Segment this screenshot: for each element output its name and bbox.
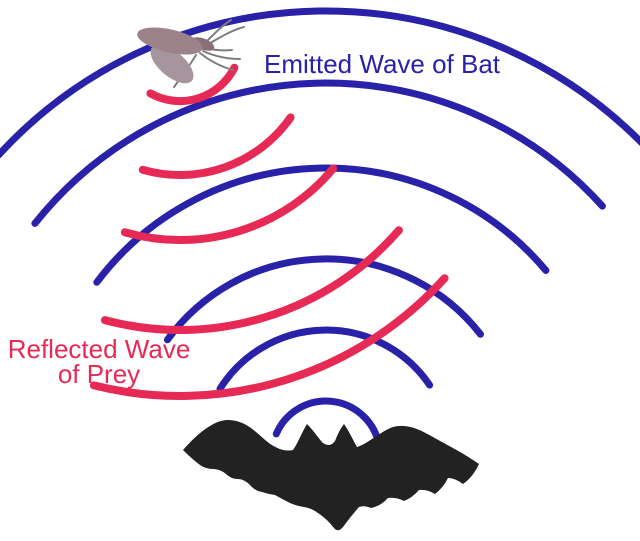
emitted-wave-arc <box>272 397 383 447</box>
emitted-wave-arc <box>93 164 550 286</box>
emitted-wave-arcs <box>0 7 640 447</box>
reflected-wave-arcs <box>89 63 449 400</box>
reflected-wave-arc <box>89 274 449 400</box>
bat-body-path <box>183 420 479 531</box>
moth-lower-wing <box>150 44 194 84</box>
reflected-wave-arc <box>100 226 403 334</box>
reflected-wave-arc <box>146 63 239 106</box>
reflected-wave-arc <box>138 113 295 180</box>
moth-leg <box>202 50 241 60</box>
reflected-wave-label: Reflected Wave of Prey <box>0 334 198 389</box>
emitted-wave-arc <box>216 326 434 393</box>
reflected-wave-label-line1: Reflected Wave <box>7 334 191 364</box>
reflected-wave-label-line2: of Prey <box>57 359 141 389</box>
emitted-wave-arc <box>31 79 606 227</box>
emitted-wave-label: Emitted Wave of Bat <box>264 49 501 79</box>
bat-silhouette <box>183 420 479 531</box>
moth-antenna <box>207 19 232 41</box>
moth-upper-wing <box>137 27 203 55</box>
emitted-wave-arc <box>163 255 484 344</box>
emitted-wave-arc <box>0 7 640 159</box>
moth-prey-silhouette <box>137 19 245 88</box>
moth-leg <box>199 52 234 71</box>
reflected-wave-arc <box>120 164 338 245</box>
moth-antenna <box>209 26 245 44</box>
